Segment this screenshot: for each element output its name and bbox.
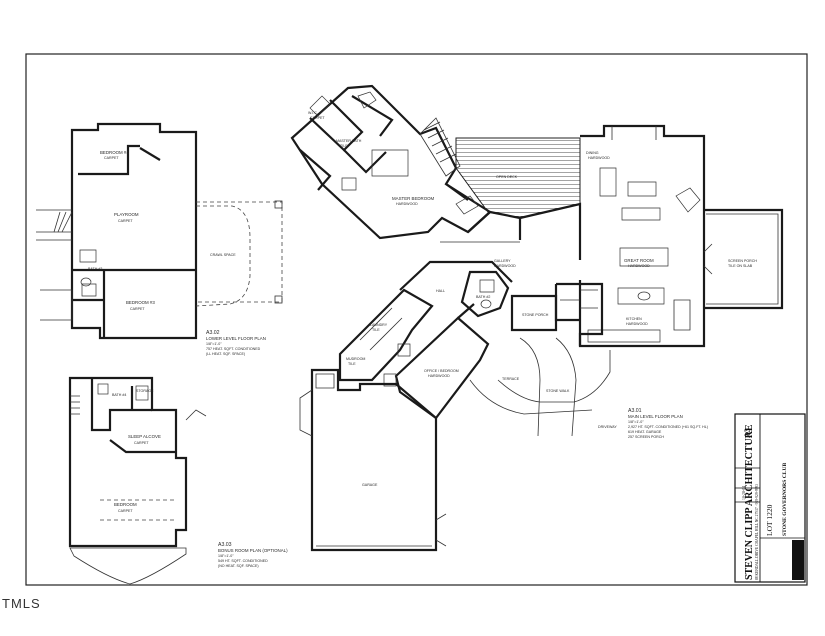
room-label-bedroom4: BEDROOM #4 (100, 150, 129, 155)
mls-watermark: TMLS (2, 596, 41, 611)
svg-text:OFFICE / BEDROOM: OFFICE / BEDROOM (424, 369, 459, 373)
svg-text:TILE: TILE (340, 144, 348, 148)
svg-text:HARDWOOD: HARDWOOD (588, 156, 610, 160)
svg-text:BATH #4: BATH #4 (112, 393, 126, 397)
svg-text:OPEN DECK: OPEN DECK (496, 175, 518, 179)
svg-text:MUDROOM: MUDROOM (346, 357, 365, 361)
svg-text:STONE WALK: STONE WALK (546, 389, 570, 393)
lower-room-labels: BEDROOM #4 CARPET PLAYROOM CARPET BEDROO… (88, 150, 236, 311)
bonus-room-labels: BATH #4 STORAGE SLEEP ALCOVE CARPET BEDR… (112, 389, 161, 513)
svg-text:CARPET: CARPET (118, 509, 133, 513)
drawing-date: 10-28-04 (742, 486, 746, 500)
svg-text:757 HEAT. SQFT. CONDITIONED: 757 HEAT. SQFT. CONDITIONED (206, 347, 261, 351)
svg-text:CARPET: CARPET (134, 441, 149, 445)
svg-text:SLEEP ALCOVE: SLEEP ALCOVE (128, 434, 161, 439)
svg-text:TILE: TILE (372, 328, 380, 332)
main-level-caption: A3.01 MAIN LEVEL FLOOR PLAN 1/8"=1'-0" 2… (628, 408, 708, 439)
svg-text:DRIVEWAY: DRIVEWAY (598, 425, 617, 429)
svg-text:TERRACE: TERRACE (502, 377, 520, 381)
firm-address: 88 KENDALL DRIVE CHAPEL HILL NC 27517 · … (755, 484, 759, 580)
svg-text:KITCHEN: KITCHEN (626, 317, 642, 321)
svg-text:GALLERY: GALLERY (494, 259, 511, 263)
svg-text:LOWER LEVEL FLOOR PLAN: LOWER LEVEL FLOOR PLAN (206, 336, 266, 341)
svg-text:MAIN LEVEL FLOOR PLAN: MAIN LEVEL FLOOR PLAN (628, 414, 683, 419)
room-label-bath3: BATH #3 (88, 267, 102, 271)
svg-text:HARDWOOD: HARDWOOD (626, 322, 648, 326)
svg-text:619 HEAT. GARAGE: 619 HEAT. GARAGE (628, 430, 662, 434)
svg-text:HARDWOOD: HARDWOOD (428, 374, 450, 378)
svg-text:1/8"=1'-0": 1/8"=1'-0" (628, 420, 644, 424)
svg-text:A3.02: A3.02 (206, 330, 220, 336)
svg-text:TILE: TILE (348, 362, 356, 366)
svg-text:STORAGE: STORAGE (136, 389, 154, 393)
svg-text:1/8"=1'-0": 1/8"=1'-0" (218, 554, 234, 558)
svg-text:A3.03: A3.03 (218, 542, 232, 548)
svg-text:1/8"=1'-0": 1/8"=1'-0" (206, 342, 222, 346)
club-name: STONE GOVERNORS CLUB (782, 462, 788, 536)
svg-text:HARDWOOD: HARDWOOD (628, 264, 650, 268)
svg-text:HALL: HALL (436, 289, 445, 293)
room-finish-bedroom4: CARPET (104, 156, 119, 160)
svg-text:(NO HEAT. SQF. SPACE): (NO HEAT. SQF. SPACE) (218, 564, 259, 568)
svg-text:GREAT ROOM: GREAT ROOM (624, 258, 654, 263)
sheet-number: A3 (743, 428, 752, 438)
main-level-plan: MASTER BEDROOM HARDWOOD MASTER BATH TILE… (290, 84, 784, 552)
room-label-playroom: PLAYROOM (114, 212, 139, 217)
svg-text:STONE PORCH: STONE PORCH (522, 313, 549, 317)
svg-text:257 SCREEN PORCH: 257 SCREEN PORCH (628, 435, 664, 439)
svg-text:LAUNDRY: LAUNDRY (370, 323, 388, 327)
svg-text:GARAGE: GARAGE (362, 483, 378, 487)
lot-number: LOT 1220 (765, 504, 774, 536)
svg-text:TILE ON SLAB: TILE ON SLAB (728, 264, 753, 268)
main-room-labels: MASTER BEDROOM HARDWOOD MASTER BATH TILE… (308, 111, 757, 487)
svg-text:CARPET: CARPET (310, 116, 325, 120)
svg-text:BATH #2: BATH #2 (476, 295, 490, 299)
svg-text:W.I.C.: W.I.C. (308, 111, 318, 115)
room-label-crawl: CRAWL SPACE (210, 253, 236, 257)
svg-text:MASTER BATH: MASTER BATH (336, 139, 362, 143)
svg-text:2,927 HT. SQFT. CONDITIONED (+: 2,927 HT. SQFT. CONDITIONED (+61 SQ.FT. … (628, 425, 708, 429)
bonus-level-caption: A3.03 BONUS ROOM PLAN (OPTIONAL) 1/8"=1'… (218, 542, 288, 568)
svg-text:HARDWOOD: HARDWOOD (396, 202, 418, 206)
lower-level-plan: BEDROOM #4 CARPET PLAYROOM CARPET BEDROO… (36, 122, 283, 356)
svg-text:549 HT. SQFT. CONDITIONED: 549 HT. SQFT. CONDITIONED (218, 559, 268, 563)
svg-text:DINING: DINING (586, 151, 599, 155)
svg-text:MASTER BEDROOM: MASTER BEDROOM (392, 196, 435, 201)
sheet-border (25, 53, 808, 586)
svg-text:A3.01: A3.01 (628, 408, 642, 414)
lower-level-caption: A3.02 LOWER LEVEL FLOOR PLAN 1/8"=1'-0" … (206, 330, 266, 356)
svg-text:SCREEN PORCH: SCREEN PORCH (728, 259, 757, 263)
title-block: STEVEN CLIPP ARCHITECTURE 88 KENDALL DRI… (734, 413, 806, 583)
svg-text:BONUS ROOM PLAN (OPTIONAL): BONUS ROOM PLAN (OPTIONAL) (218, 548, 288, 553)
svg-text:(LL HEAT. SQF. SPACE): (LL HEAT. SQF. SPACE) (206, 352, 245, 356)
svg-text:BEDROOM: BEDROOM (114, 502, 137, 507)
room-label-bedroom3: BEDROOM #3 (126, 300, 155, 305)
svg-text:HARDWOOD: HARDWOOD (494, 264, 516, 268)
room-finish-playroom: CARPET (118, 219, 133, 223)
firm-name: STEVEN CLIPP ARCHITECTURE (744, 424, 755, 580)
room-finish-bedroom3: CARPET (130, 307, 145, 311)
bonus-level-plan: BATH #4 STORAGE SLEEP ALCOVE CARPET BEDR… (68, 376, 288, 585)
